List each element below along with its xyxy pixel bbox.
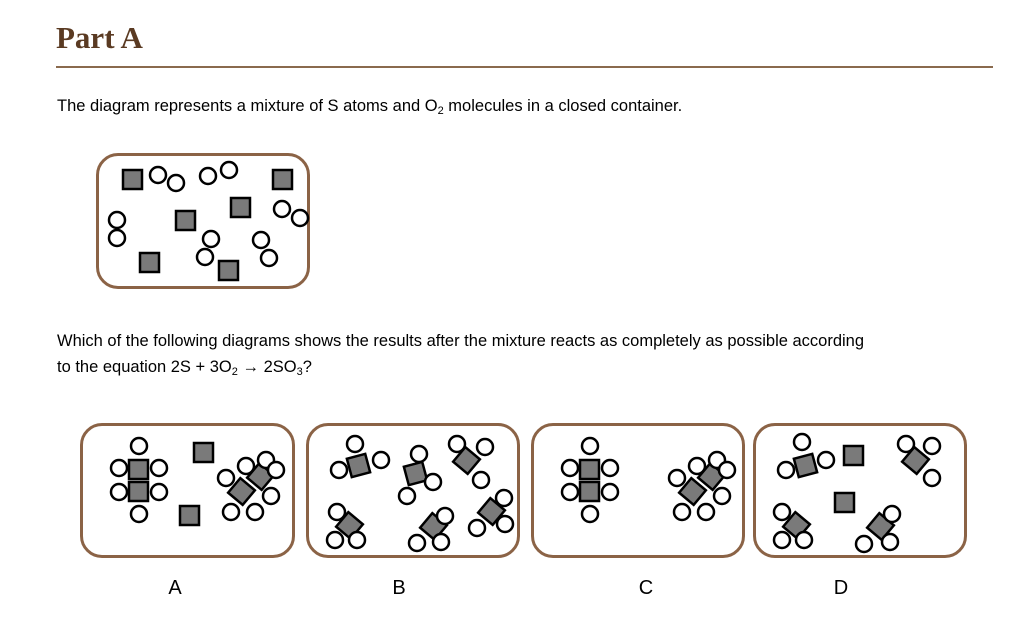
- option-b-container[interactable]: [306, 423, 520, 558]
- option-c-particles: [560, 436, 737, 524]
- option-d-label: D: [833, 577, 849, 599]
- divider: [56, 66, 993, 68]
- sulfur-atom: [174, 209, 197, 232]
- oxygen-atom: [148, 165, 168, 185]
- option-b-label: B: [392, 577, 406, 599]
- sulfur-atom: [192, 441, 215, 464]
- option-d-container[interactable]: [753, 423, 967, 558]
- sulfur-atom: [138, 251, 161, 274]
- sulfur-atom: [121, 168, 144, 191]
- oxygen-atom: [107, 228, 127, 248]
- oxygen-atom: [251, 230, 271, 250]
- sulfur-atom: [127, 480, 150, 503]
- oxygen-atom: [201, 229, 221, 249]
- oxygen-atom: [290, 208, 310, 228]
- mixture-container: [96, 153, 310, 289]
- sulfur-atom: [178, 504, 201, 527]
- section-title: Part A: [56, 20, 143, 55]
- question-line-1: Which of the following diagrams shows th…: [57, 332, 865, 350]
- question-line-2: to the equation 2S + 3O2 → 2SO3?: [57, 358, 312, 378]
- option-d-particles: [772, 432, 942, 554]
- option-a-container[interactable]: [80, 423, 295, 558]
- oxygen-atom: [272, 199, 292, 219]
- oxygen-atom: [107, 210, 127, 230]
- sulfur-atom: [229, 196, 252, 219]
- sulfur-atom: [271, 168, 294, 191]
- oxygen-atom: [259, 248, 279, 268]
- option-b-particles: [325, 434, 515, 553]
- option-a-label: A: [168, 577, 182, 599]
- intro-text: The diagram represents a mixture of S at…: [57, 97, 683, 117]
- oxygen-atom: [198, 166, 218, 186]
- sulfur-atom: [127, 458, 150, 481]
- option-c-label: C: [638, 577, 654, 599]
- mixture-particles: [107, 160, 310, 282]
- option-c-container[interactable]: [531, 423, 745, 558]
- oxygen-atom: [166, 173, 186, 193]
- sulfur-atom: [217, 259, 240, 282]
- sulfur-atom: [226, 476, 257, 507]
- option-a-particles: [109, 436, 286, 527]
- oxygen-atom: [219, 160, 239, 180]
- oxygen-atom: [195, 247, 215, 267]
